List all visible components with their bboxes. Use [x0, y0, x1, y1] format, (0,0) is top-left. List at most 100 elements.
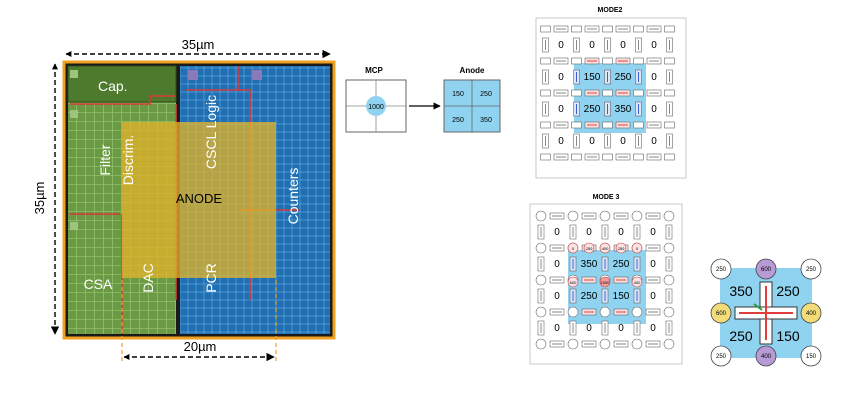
- pixel-value: 250: [615, 72, 632, 83]
- zoom-corner-value: 250: [716, 267, 727, 273]
- sum-node-circle: [583, 242, 595, 254]
- sum-node-value: 0: [636, 246, 639, 251]
- sum-node-value: 250: [618, 246, 625, 251]
- sum-node-value: 250: [586, 246, 593, 251]
- pixel-value: 0: [558, 40, 564, 51]
- node-box: [540, 25, 551, 33]
- sum-node-circle: [599, 276, 611, 288]
- pad-marker: [188, 70, 198, 80]
- pixel-value: 0: [651, 104, 657, 115]
- pixel-value: 0: [650, 227, 656, 238]
- pixel-value: 0: [558, 136, 564, 147]
- node-circle: [631, 338, 643, 350]
- node-box: [571, 57, 582, 65]
- pixel-value: 0: [558, 72, 564, 83]
- sum-node-value: 400: [602, 246, 609, 251]
- node-box: [540, 153, 551, 161]
- node-circle: [535, 306, 547, 318]
- sum-node-circle: [615, 242, 627, 254]
- node-box: [664, 121, 675, 129]
- node-box: [664, 153, 675, 161]
- pixel-value: 0: [554, 291, 560, 302]
- pixel-value: 0: [586, 323, 592, 334]
- zoom-corner-value: 400: [761, 354, 772, 360]
- pixel-value: 0: [554, 323, 560, 334]
- discrim-label: Discrim.: [120, 135, 136, 186]
- zoom-quadrant: 350: [729, 283, 753, 299]
- dac-label: DAC: [140, 263, 156, 293]
- node-circle: [599, 210, 611, 222]
- node-circle: [599, 338, 611, 350]
- node-box: [602, 121, 613, 129]
- anode-cell: 250: [480, 91, 492, 98]
- sum-node-circle: [631, 242, 643, 254]
- pixel-value: 0: [618, 323, 624, 334]
- anode-overlay: [122, 122, 276, 278]
- zoom-corner-value: 150: [806, 354, 817, 360]
- pixel-value: 0: [650, 323, 656, 334]
- pixel-value: 0: [589, 40, 595, 51]
- mode2-title: MODE2: [598, 7, 623, 14]
- sum-node-value: 600: [570, 280, 577, 285]
- node-box: [633, 25, 644, 33]
- chip-layout-panel: 35µm 35µm Cap. Filter Discrim. CSCL Logi…: [32, 37, 336, 362]
- pixel-value: 0: [589, 136, 595, 147]
- node-box: [633, 153, 644, 161]
- width-label: 35µm: [182, 37, 215, 52]
- node-box: [540, 57, 551, 65]
- mcp-value: 1000: [368, 104, 384, 111]
- pad-marker: [70, 110, 78, 118]
- pad-marker: [70, 70, 78, 78]
- node-circle: [631, 306, 643, 318]
- node-box: [571, 121, 582, 129]
- zoom-corner-value: 250: [806, 267, 817, 273]
- chip-frame: [62, 60, 336, 340]
- pixel-value: 0: [650, 259, 656, 270]
- node-circle: [663, 210, 675, 222]
- node-box: [540, 89, 551, 97]
- node-circle: [567, 338, 579, 350]
- anode-cell: 350: [480, 117, 492, 124]
- pixel-value: 0: [554, 259, 560, 270]
- pixel-value: 350: [615, 104, 632, 115]
- pixel-value: 0: [558, 104, 564, 115]
- pixel-value: 0: [651, 136, 657, 147]
- pcr-label: PCR: [203, 263, 219, 293]
- pixel-value: 250: [613, 259, 630, 270]
- zoom-corner-value: 600: [716, 311, 727, 317]
- filter-label: Filter: [97, 144, 113, 175]
- mcp-panel: MCP 1000: [345, 66, 407, 133]
- node-circle: [663, 274, 675, 286]
- pixel-value: 0: [650, 291, 656, 302]
- mode3-title: MODE 3: [593, 194, 620, 201]
- node-box: [571, 153, 582, 161]
- zoom-corner-value: 250: [716, 354, 727, 360]
- node-circle: [631, 210, 643, 222]
- node-circle: [663, 242, 675, 254]
- node-box: [571, 89, 582, 97]
- node-box: [664, 25, 675, 33]
- node-circle: [535, 210, 547, 222]
- anode-cell: 150: [452, 91, 464, 98]
- pixel-value: 250: [584, 104, 601, 115]
- pixel-value: 0: [618, 227, 624, 238]
- zoom-quadrant: 250: [729, 328, 753, 344]
- anode-width-label: 20µm: [184, 339, 217, 354]
- zoom-corner-circles: 250 600 250 600 400 250 400 150: [710, 258, 822, 367]
- sum-node-circle: [567, 242, 579, 254]
- node-box: [664, 57, 675, 65]
- pixel-value: 150: [613, 291, 630, 302]
- pixel-value: 0: [651, 40, 657, 51]
- cap-label: Cap.: [98, 78, 128, 94]
- node-circle: [663, 338, 675, 350]
- zoom-corner-value: 400: [806, 311, 817, 317]
- node-box: [602, 57, 613, 65]
- mode3-zoom-panel: 350 250 250 150 250 600 250 600 400 250 …: [710, 258, 822, 367]
- node-circle: [535, 338, 547, 350]
- zoom-arrow-green: [753, 303, 763, 311]
- pad-marker: [252, 70, 262, 80]
- pixel-value: 250: [581, 291, 598, 302]
